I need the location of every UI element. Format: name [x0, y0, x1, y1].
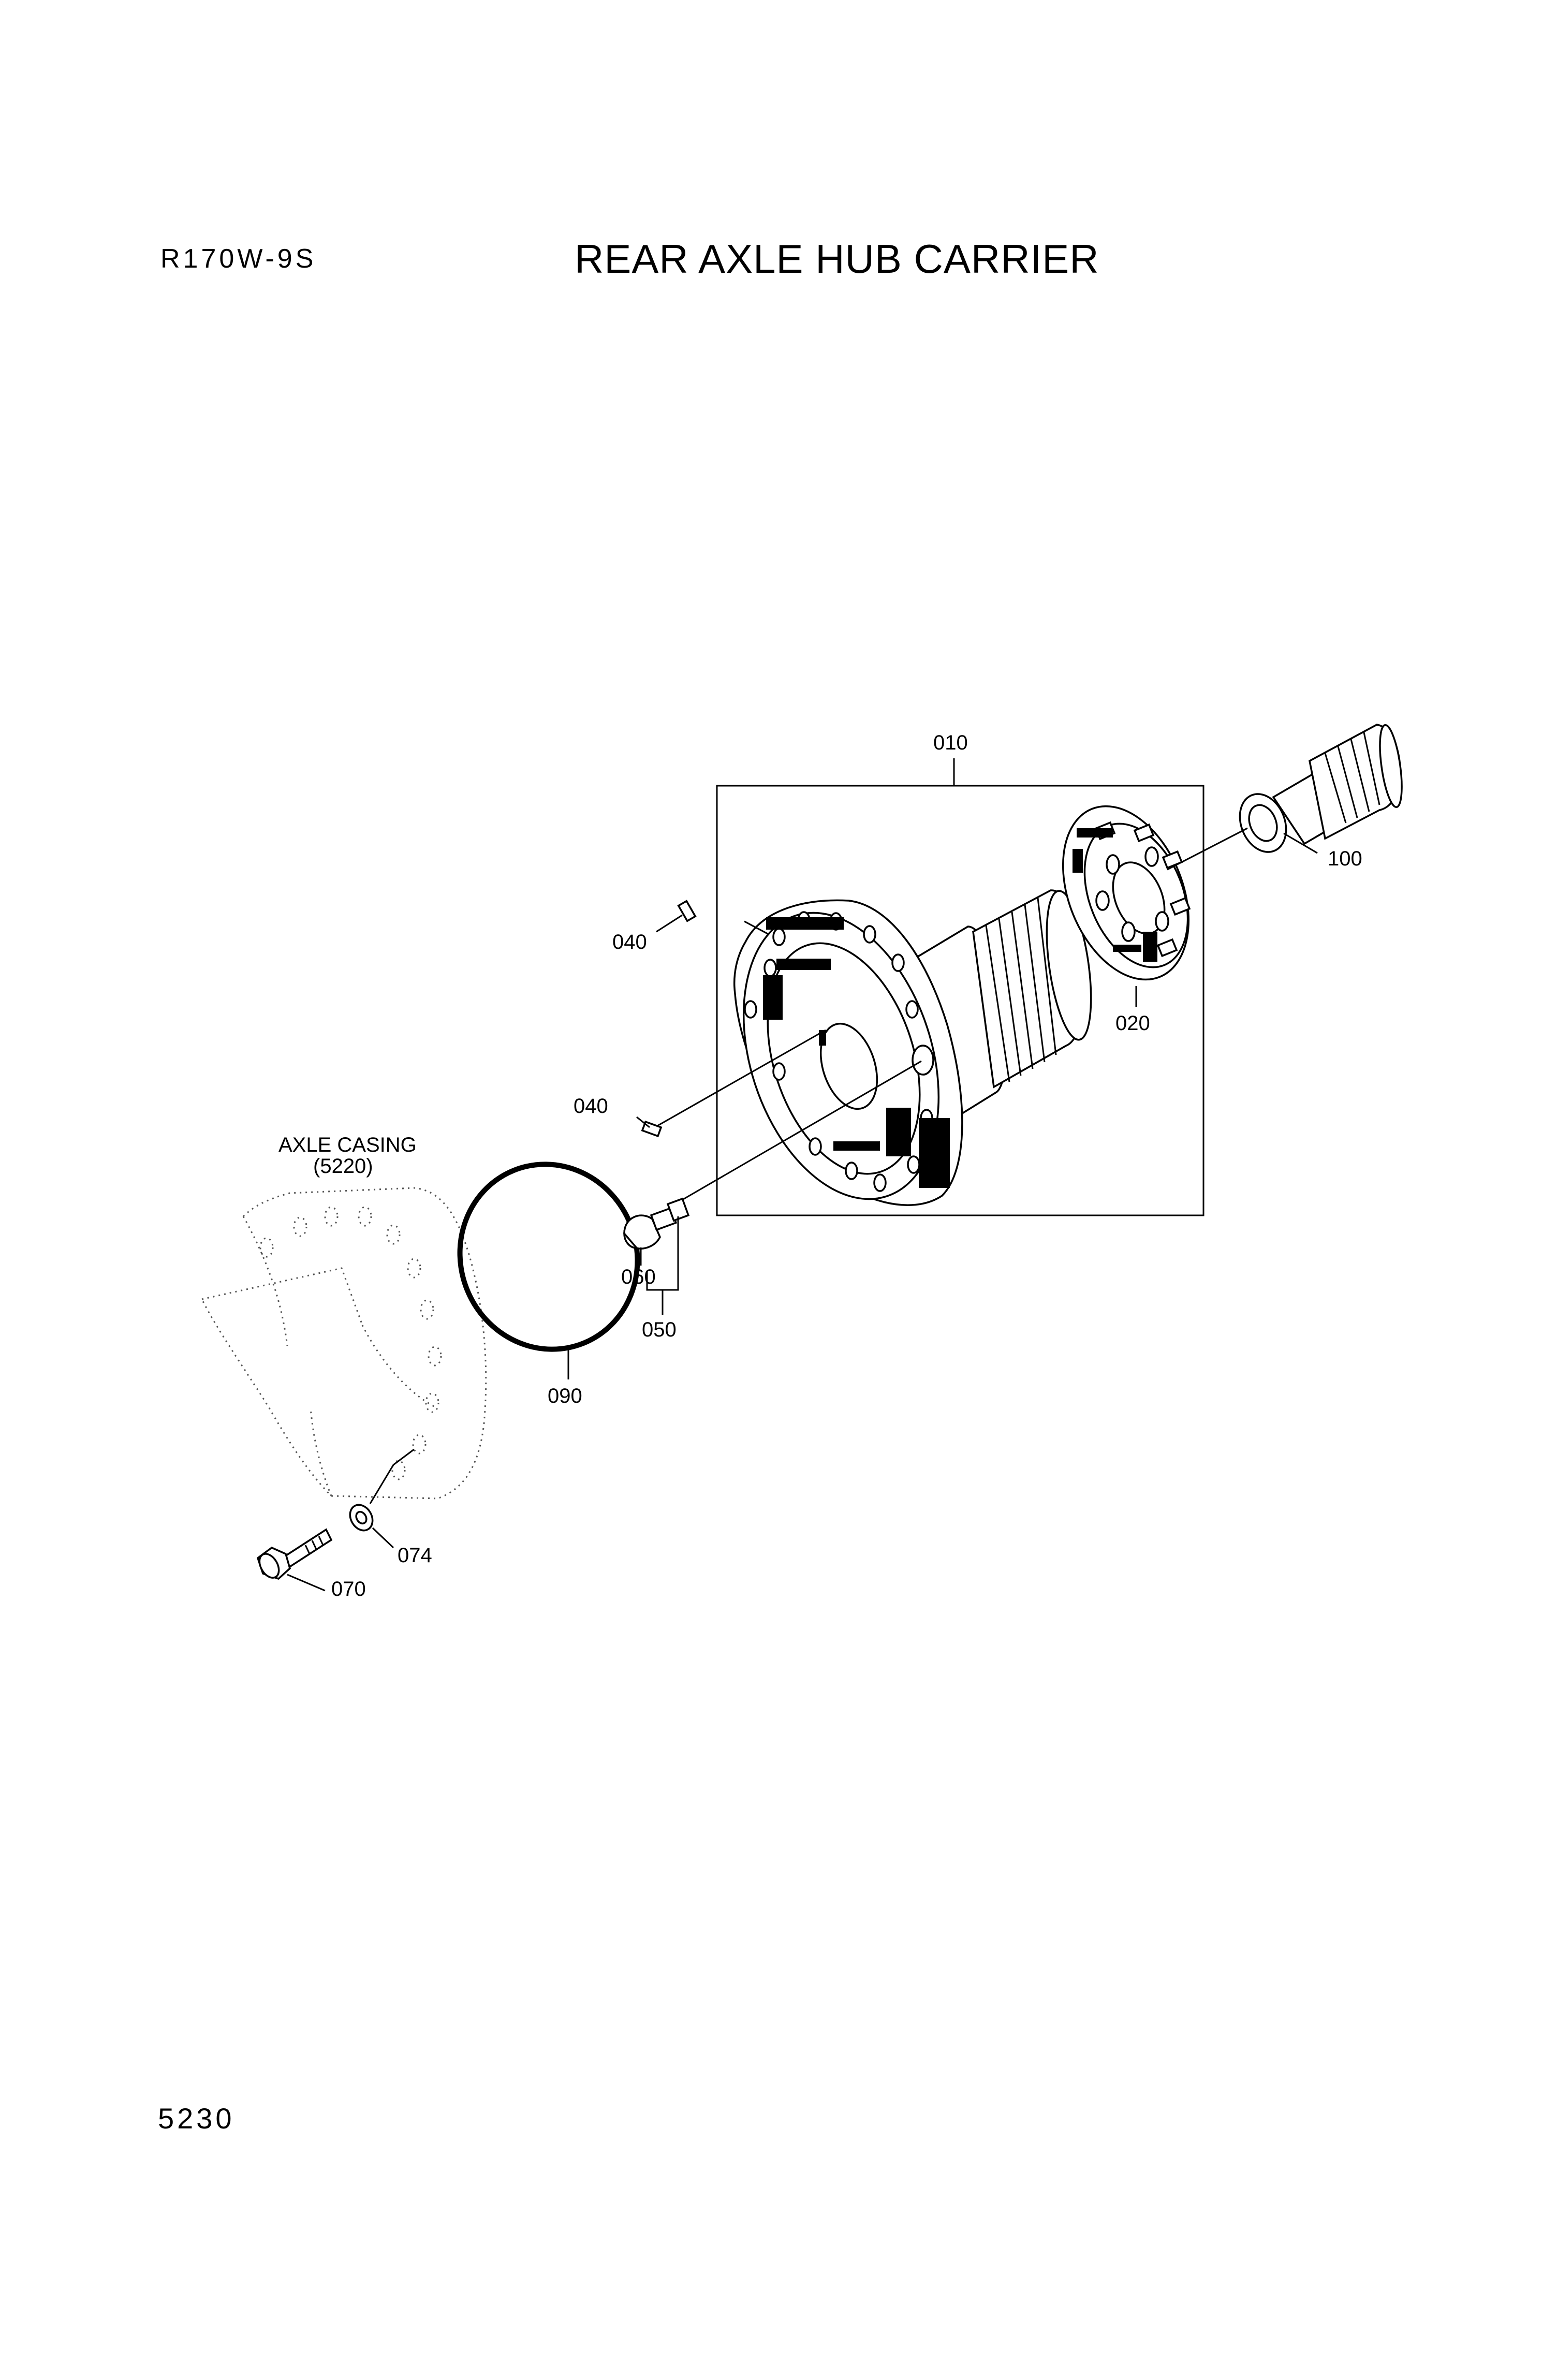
callout-020: 020 [1115, 1012, 1150, 1035]
breather-valve-050 [650, 1197, 690, 1231]
hub-carrier-010 [733, 889, 1092, 1206]
reference-code: (5220) [313, 1155, 373, 1178]
callout-040-lower: 040 [574, 1095, 608, 1118]
callout-010: 010 [933, 731, 968, 754]
set-screw-040-upper [677, 900, 697, 922]
plug-060 [623, 1214, 661, 1250]
bolt-070 [256, 1528, 333, 1580]
callout-040-upper: 040 [612, 931, 647, 953]
assembly-010-box [716, 785, 1205, 1216]
callout-050: 050 [642, 1318, 677, 1341]
callout-090: 090 [548, 1385, 582, 1407]
model-code: R170W-9S [160, 244, 317, 274]
callout-060: 060 [621, 1266, 656, 1288]
o-ring-090 [457, 1162, 640, 1352]
page-number: 5230 [158, 2102, 235, 2135]
axle-casing-outline [201, 1187, 487, 1500]
callout-074: 074 [398, 1544, 432, 1567]
shaft-100 [1239, 724, 1403, 853]
washer-074 [349, 1504, 374, 1532]
page-title: REAR AXLE HUB CARRIER [575, 236, 1099, 282]
callout-070: 070 [331, 1578, 366, 1600]
reference-name: AXLE CASING [278, 1134, 417, 1156]
callout-100: 100 [1328, 847, 1362, 870]
